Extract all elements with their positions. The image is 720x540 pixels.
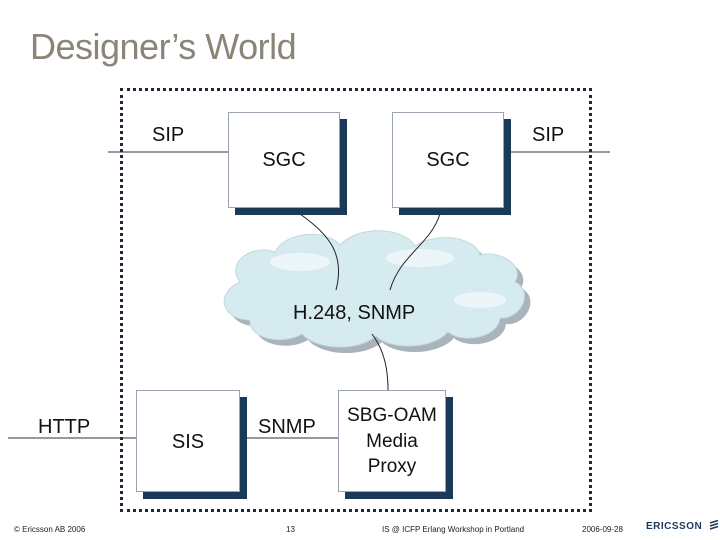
cloud-highlights <box>270 249 506 308</box>
slide-title: Designer’s World <box>30 26 297 67</box>
sip-left-label: SIP <box>152 124 185 146</box>
sbg-oam-box: SBG-OAM Media Proxy <box>338 390 446 492</box>
footer-page-number: 13 <box>286 525 295 534</box>
sbg-oam-line2: Media <box>366 431 418 452</box>
sis-label: SIS <box>171 431 205 453</box>
sbg-oam-line3: Proxy <box>367 456 417 477</box>
sip-right-label: SIP <box>532 124 565 146</box>
system-boundary-frame <box>120 88 592 512</box>
sgc-left-label: SGC <box>262 149 306 171</box>
cloud-shape <box>223 230 525 348</box>
http-label: HTTP <box>38 416 91 438</box>
sgc-right-connector <box>389 213 441 291</box>
sgc-right-label: SGC <box>426 149 470 171</box>
sis-box: SIS <box>136 390 240 492</box>
logo-text: ERICSSON <box>646 521 703 532</box>
footer-date: 2006-09-28 <box>582 525 623 534</box>
footer-event: IS @ ICFP Erlang Workshop in Portland <box>382 525 525 534</box>
ericsson-logo: ERICSSON <box>646 519 719 532</box>
ericsson-mark-icon <box>709 519 719 530</box>
cloud-sbg-connector <box>371 333 389 391</box>
sgc-left-connector <box>299 213 340 291</box>
sgc-right-box: SGC <box>392 112 504 208</box>
sbg-oam-line1: SBG-OAM <box>347 405 437 426</box>
footer-copyright: © Ericsson AB 2006 <box>14 525 86 534</box>
sgc-left-box: SGC <box>228 112 340 208</box>
snmp-label: SNMP <box>258 416 316 438</box>
cloud-label: H.248, SNMP <box>293 302 416 324</box>
